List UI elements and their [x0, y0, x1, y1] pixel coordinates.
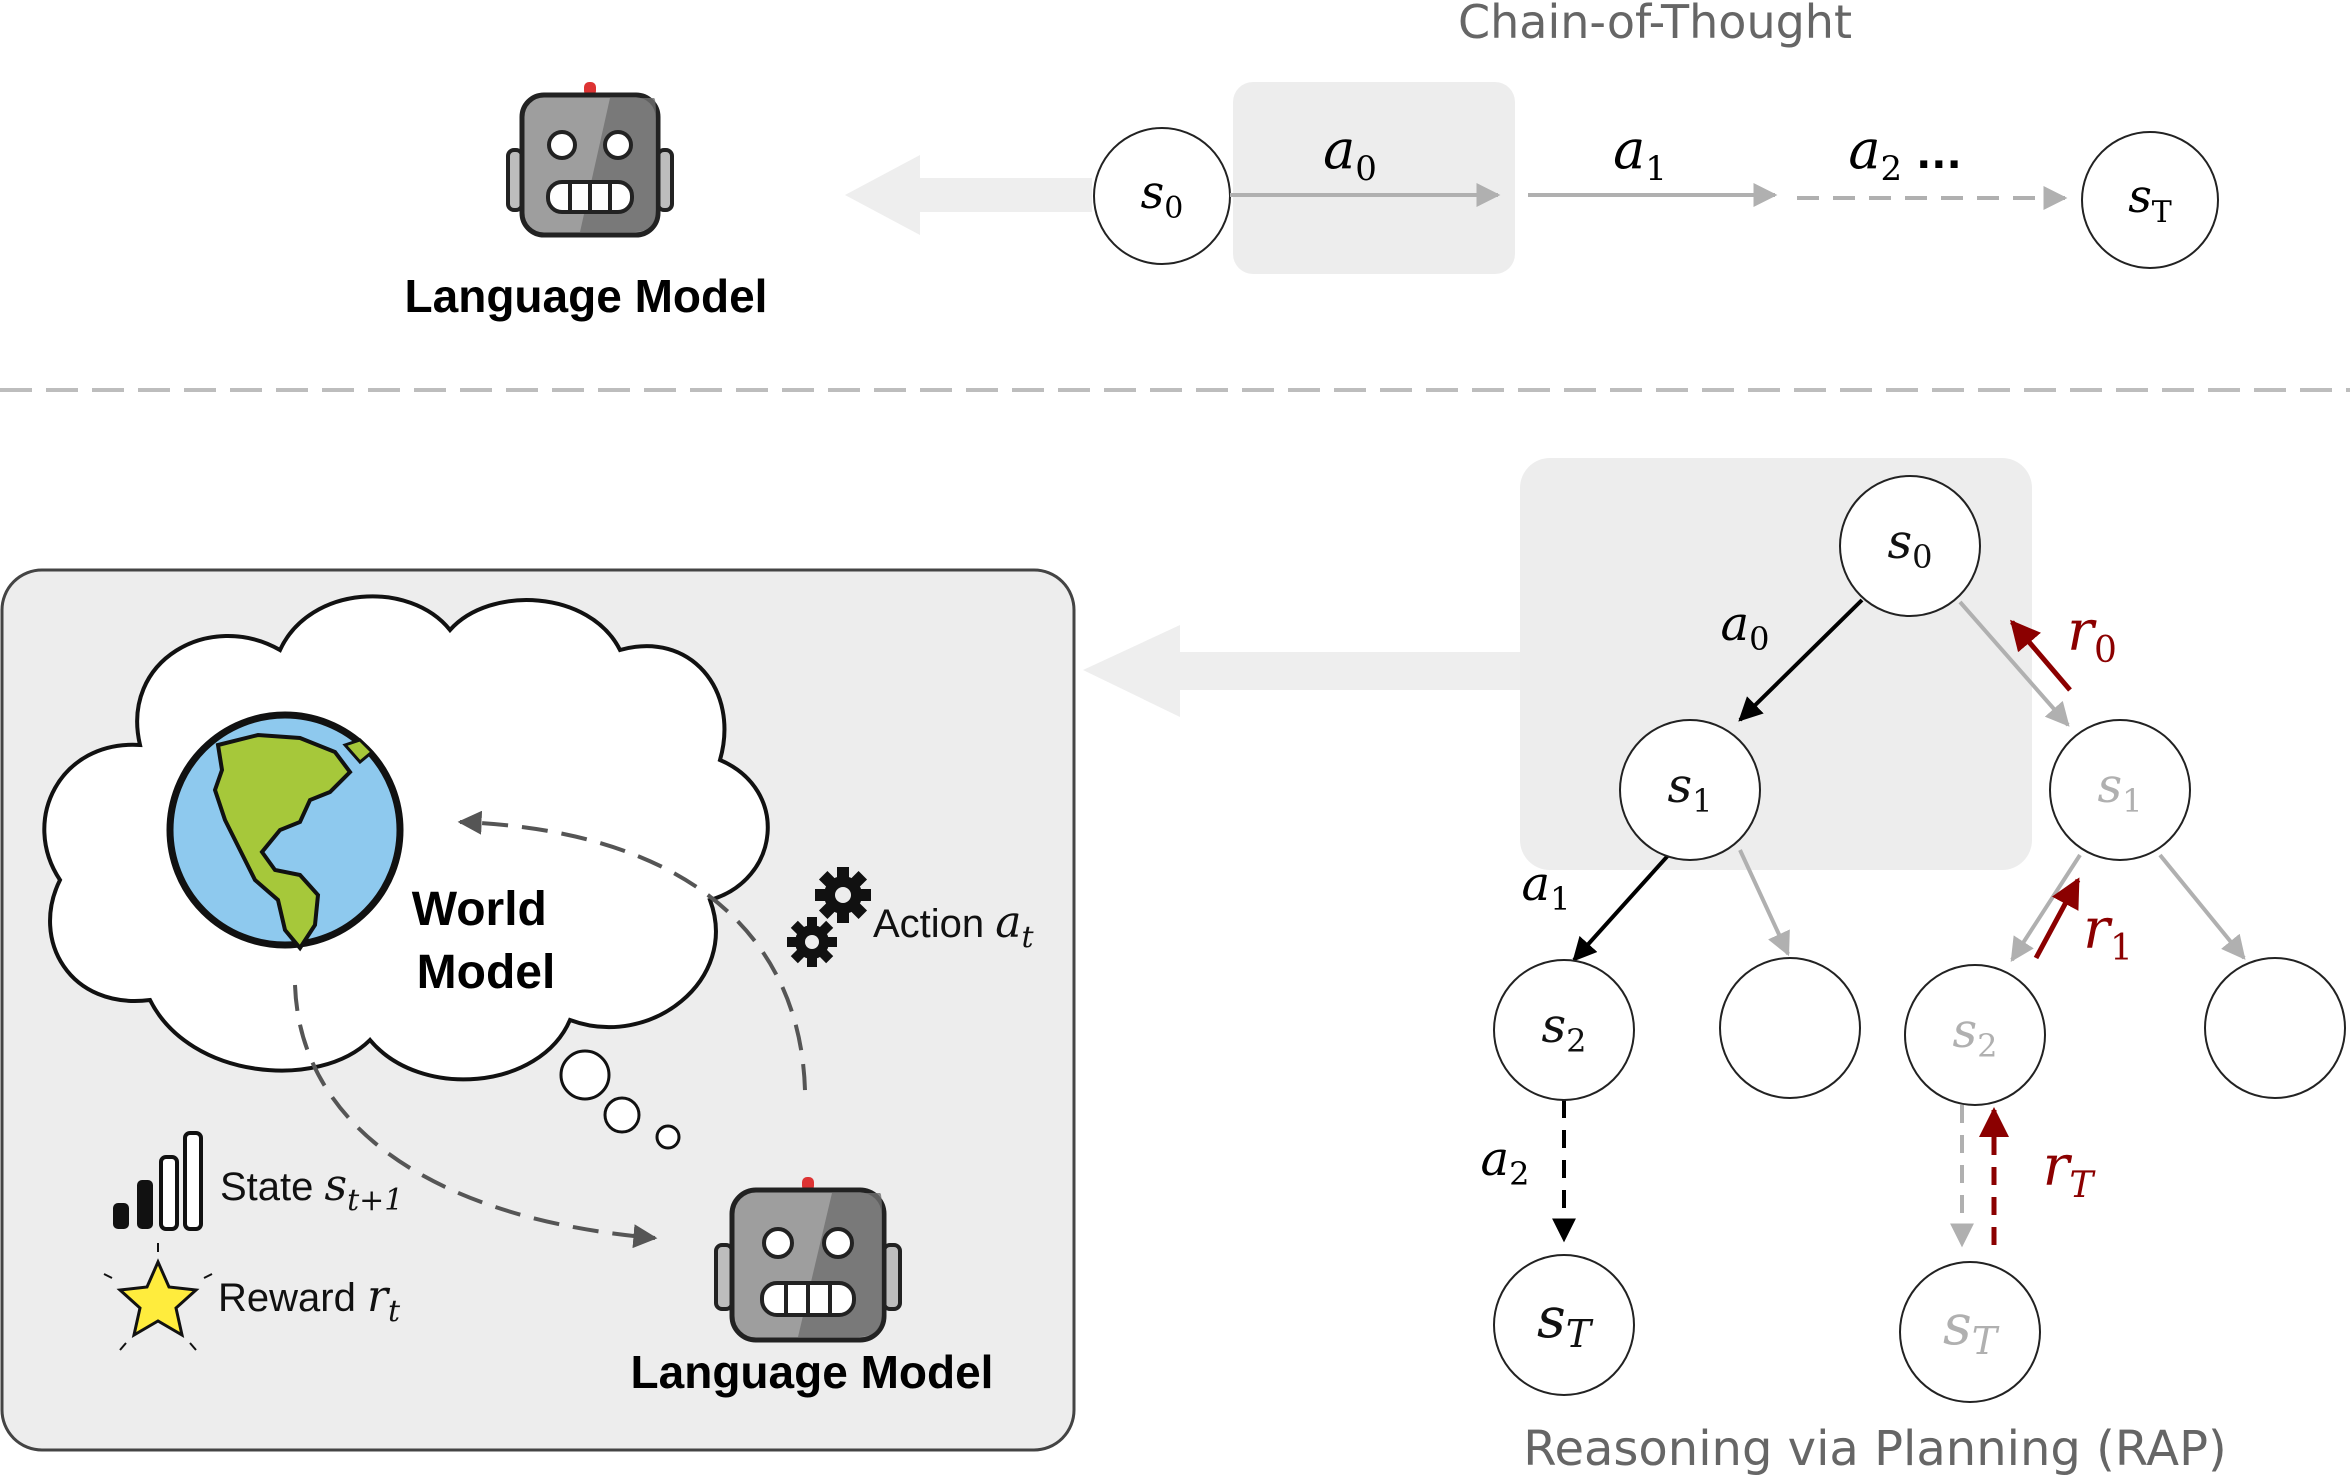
- rap-language-model-label: Language Model: [631, 1346, 994, 1398]
- cot-node-s0: s0: [1093, 127, 1231, 265]
- globe-icon: [166, 711, 404, 952]
- thought-cloud: [42, 594, 770, 1082]
- edge-s1-s2-left: [1572, 838, 1684, 962]
- signal-bars-icon: [113, 1131, 203, 1231]
- world-model-label: World Model: [412, 883, 560, 999]
- rap-big-arrow: [1083, 625, 1528, 717]
- cot-label-a0: a0: [1323, 118, 1377, 189]
- cot-label-a1: a1: [1613, 118, 1667, 189]
- edge-s0-s1-right: [1958, 600, 2070, 727]
- tree-node-empty-1: [1719, 957, 1861, 1099]
- state-label: State st+1: [220, 1160, 403, 1218]
- edge-s1-empty-1: [1738, 849, 1790, 957]
- tree-node-label: s0: [1888, 514, 1933, 576]
- robot-icon: [506, 82, 674, 238]
- tree-node-label: s1: [2098, 758, 2143, 820]
- tree-node-label: sT: [1537, 1286, 1594, 1356]
- tree-node-label: s2: [1953, 1003, 1998, 1065]
- tree-label-a2: a2: [1481, 1131, 1530, 1193]
- edge-s1r-s2-right: [2010, 853, 2082, 963]
- tree-node-empty-2: [2204, 957, 2346, 1099]
- cot-highlight-box: [1233, 82, 1515, 274]
- tree-node-s2-right: s2: [1904, 964, 2046, 1106]
- tree-node-sT-left: sT: [1493, 1254, 1635, 1396]
- cot-label-a2: a2 ...: [1848, 118, 1961, 189]
- action-flow-arrow: [457, 810, 807, 1091]
- state-reward-flow-arrow: [293, 984, 658, 1249]
- reward-arrow-r0: [2010, 619, 2072, 692]
- tree-node-label: s2: [1542, 998, 1587, 1060]
- tree-node-sT-right: sT: [1899, 1261, 2041, 1403]
- tree-node-s2-left: s2: [1493, 959, 1635, 1101]
- star-icon: [103, 1243, 213, 1351]
- cot-language-model-label: Language Model: [405, 270, 768, 322]
- tree-node-label: sT: [1943, 1293, 2000, 1363]
- tree-label-r1: r1: [2083, 897, 2133, 969]
- cot-title: Chain-of-Thought: [1458, 0, 1852, 49]
- tree-label-r0: r0: [2067, 599, 2117, 671]
- tree-label-rT: rT: [2043, 1134, 2097, 1206]
- thought-bubble-small: [655, 1124, 681, 1150]
- tree-label-a0: a0: [1721, 596, 1770, 658]
- rap-title: Reasoning via Planning (RAP): [1523, 1421, 2227, 1477]
- tree-node-label: s1: [1668, 758, 1713, 820]
- thought-bubble-large: [559, 1049, 611, 1101]
- edge-s1r-empty-2: [2158, 853, 2246, 960]
- cot-big-arrow: [845, 155, 1092, 235]
- svg-text:sT: sT: [2128, 169, 2172, 230]
- cot-node-sT: sT: [2081, 131, 2219, 269]
- tree-node-s1-right: s1: [2049, 719, 2191, 861]
- reward-label: Reward rt: [218, 1271, 401, 1329]
- tree-node-s1-left: s1: [1619, 719, 1761, 861]
- tree-node-s0: s0: [1839, 475, 1981, 617]
- edge-s0-s1-left: [1738, 598, 1864, 722]
- robot-icon: [714, 1177, 902, 1343]
- reward-arrow-r1: [2033, 877, 2081, 960]
- svg-text:s0: s0: [1141, 165, 1184, 226]
- tree-label-a1: a1: [1522, 856, 1571, 918]
- action-label: Action at: [873, 897, 1035, 955]
- thought-bubble-medium: [603, 1096, 641, 1134]
